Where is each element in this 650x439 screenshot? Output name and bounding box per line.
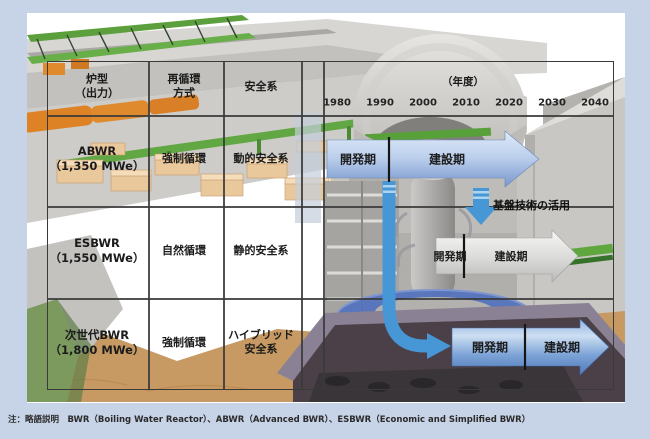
cell-esbwr-recirculation: 自然循環 [162,243,206,257]
cell-nextgen-recirculation: 強制循環 [162,335,206,349]
year-tick: 2000 [409,97,437,109]
grid-line [48,206,613,208]
cell-esbwr-type: ESBWR（1,550 MWe） [49,236,145,265]
grid-line [223,62,225,389]
abbreviation-note: 注：略語説明 BWR（Boiling Water Reactor）、ABWR（A… [8,415,531,425]
base-technology-label: 基盤技術の活用 [493,199,570,212]
esbwr-arrow [435,229,579,283]
abwr-arrow [326,130,540,188]
header-recirculation: 再循環方式 [167,72,201,100]
technology-flow-down-arrow [465,188,497,225]
nextgen-phase-build-label: 建設期 [543,340,581,355]
header-fiscal-year: （年度） [442,76,484,89]
cell-nextgen-safety: ハイブリッド安全系 [228,328,294,356]
cell-abwr-type: ABWR（1,350 MWe） [49,144,145,173]
technology-flow-elbow-arrow [382,181,427,353]
timeline-arrows [326,130,610,376]
cell-abwr-recirculation: 強制循環 [162,151,206,165]
header-safety-system: 安全系 [244,79,278,93]
year-tick: 2040 [581,97,609,109]
year-tick: 1980 [323,97,351,109]
nextgen-arrow [451,318,610,376]
grid-line [48,115,613,117]
year-tick: 1990 [366,97,394,109]
year-tick: 2030 [538,97,566,109]
abwr-phase-dev-label: 開発期 [339,152,377,167]
header-reactor-type: 炉型（出力） [75,72,119,100]
plant-cutaway-illustration: 炉型（出力） 再循環方式 安全系 （年度） 1980 1990 2000 201… [27,13,625,403]
reactor-roadmap-table [47,61,614,390]
cell-abwr-safety: 動的安全系 [233,151,289,165]
year-tick: 2010 [452,97,480,109]
abwr-phase-build-label: 建設期 [428,152,466,167]
grid-line [301,62,303,389]
technology-flow-elbow-arrowhead [427,333,451,359]
esbwr-phase-dev-label: 開発期 [433,250,467,263]
grid-line [323,62,325,389]
cell-nextgen-type: 次世代BWR（1,800 MWe） [49,328,145,357]
grid-line [148,62,150,389]
grid-line [48,298,613,300]
nextgen-phase-dev-label: 開発期 [471,340,509,355]
esbwr-phase-build-label: 建設期 [494,250,528,263]
cell-esbwr-safety: 静的安全系 [233,243,289,257]
year-tick: 2020 [495,97,523,109]
